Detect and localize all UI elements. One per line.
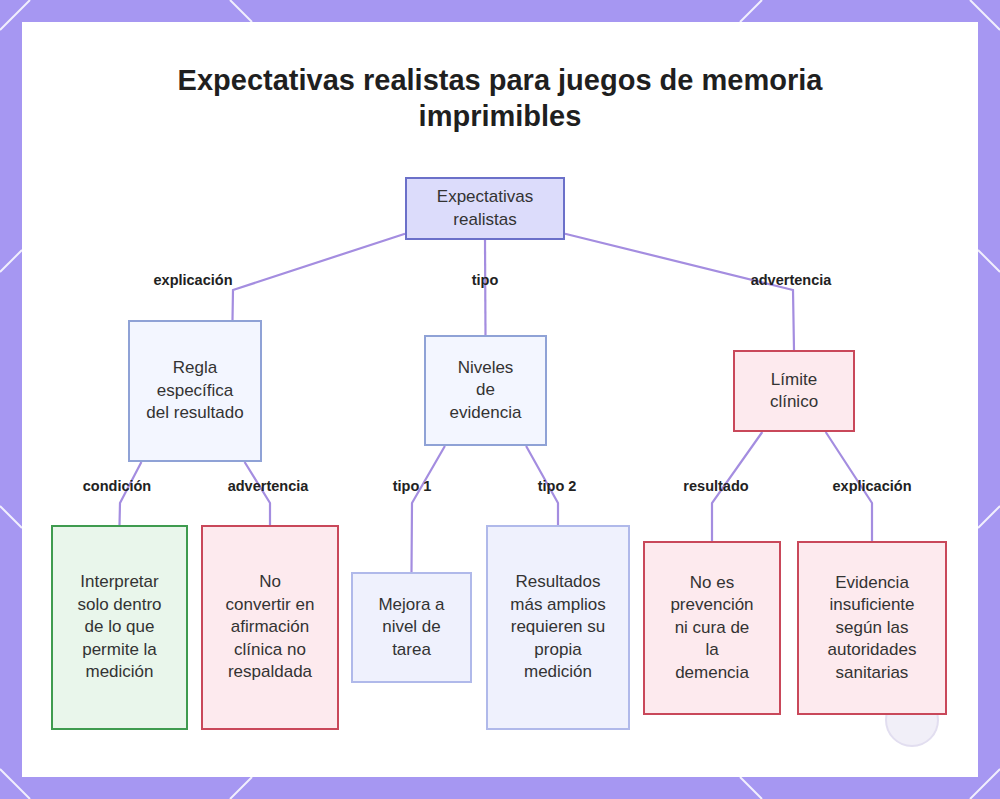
frame-line bbox=[978, 506, 1000, 528]
box-content: Niveles de evidencia bbox=[448, 357, 523, 425]
diagram-title: Expectativas realistas para juegos de me… bbox=[150, 62, 850, 134]
edge-label: advertencia bbox=[228, 478, 309, 494]
edge-label: condición bbox=[83, 478, 151, 494]
concept-box: Límite clínico bbox=[733, 350, 855, 432]
concept-box: Regla específica del resultado bbox=[128, 320, 262, 462]
box-content: Resultados más amplios requieren su prop… bbox=[504, 571, 612, 684]
box-content: Evidencia insuficiente según las autorid… bbox=[815, 572, 929, 685]
box-text: No convertir en afirmación clínica no re… bbox=[225, 571, 315, 684]
frame-line bbox=[0, 250, 22, 272]
box-content: No convertir en afirmación clínica no re… bbox=[225, 571, 315, 684]
frame-line bbox=[740, 777, 762, 799]
box-text: Evidencia insuficiente según las autorid… bbox=[815, 572, 929, 685]
frame-line bbox=[0, 506, 22, 528]
edge-label: explicación bbox=[833, 478, 912, 494]
concept-box: Niveles de evidencia bbox=[424, 335, 547, 446]
box-content: Regla específica del resultado bbox=[144, 357, 246, 425]
frame-line bbox=[970, 0, 1000, 30]
root-box: Expectativas realistas bbox=[405, 177, 565, 240]
frame-line bbox=[970, 769, 1000, 799]
frame-line bbox=[740, 0, 762, 22]
concept-box: No convertir en afirmación clínica no re… bbox=[201, 525, 339, 730]
box-text: Expectativas realistas bbox=[421, 186, 549, 231]
connector-line bbox=[412, 446, 445, 572]
box-content: No es prevención ni cura de la demencia bbox=[667, 572, 757, 685]
edge-label: explicación bbox=[154, 272, 233, 288]
connector-line bbox=[233, 234, 406, 320]
box-content: Mejora a nivel de tarea bbox=[371, 594, 452, 662]
frame-line bbox=[0, 769, 30, 799]
concept-box: No es prevención ni cura de la demencia bbox=[643, 541, 781, 715]
box-text: Resultados más amplios requieren su prop… bbox=[504, 571, 612, 684]
box-text: Mejora a nivel de tarea bbox=[371, 594, 452, 662]
concept-box: Resultados más amplios requieren su prop… bbox=[486, 525, 630, 730]
connector-line bbox=[565, 234, 794, 350]
edge-label: tipo 1 bbox=[393, 478, 432, 494]
box-text: No es prevención ni cura de la demencia bbox=[667, 572, 757, 685]
box-text: Niveles de evidencia bbox=[448, 357, 523, 425]
box-content: Expectativas realistas bbox=[421, 186, 549, 231]
frame-line bbox=[0, 0, 30, 30]
edge-label: resultado bbox=[683, 478, 748, 494]
edge-label: tipo bbox=[472, 272, 499, 288]
concept-box: Mejora a nivel de tarea bbox=[351, 572, 472, 683]
box-text: Regla específica del resultado bbox=[144, 357, 246, 425]
frame-line bbox=[230, 0, 252, 22]
edge-label: tipo 2 bbox=[538, 478, 577, 494]
concept-box: Evidencia insuficiente según las autorid… bbox=[797, 541, 947, 715]
concept-box: Interpretar solo dentro de lo que permit… bbox=[51, 525, 188, 730]
box-text: Límite clínico bbox=[753, 369, 835, 414]
box-content: Límite clínico bbox=[753, 369, 835, 414]
box-text: Interpretar solo dentro de lo que permit… bbox=[69, 571, 170, 684]
frame-line bbox=[978, 250, 1000, 272]
frame-line bbox=[230, 777, 252, 799]
edge-label: advertencia bbox=[751, 272, 832, 288]
box-content: Interpretar solo dentro de lo que permit… bbox=[69, 571, 170, 684]
